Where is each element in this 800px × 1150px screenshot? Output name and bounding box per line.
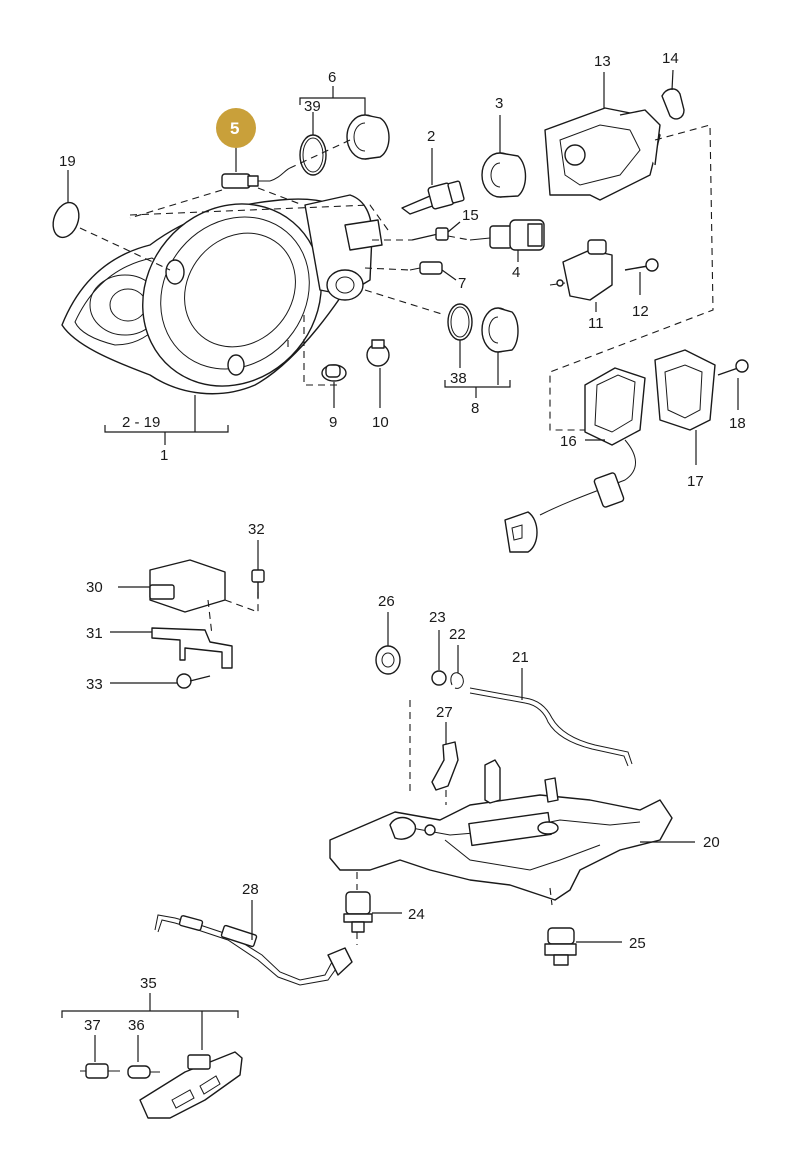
callout-16: 16 <box>560 433 577 450</box>
screw-18 <box>717 359 749 410</box>
callout-36: 36 <box>128 1017 145 1034</box>
callout-22: 22 <box>449 626 466 643</box>
callout-23: 23 <box>429 609 446 626</box>
headlight-housing <box>61 194 383 395</box>
callout-13: 13 <box>594 53 611 70</box>
bracket-35 <box>61 993 239 1062</box>
link-27 <box>431 722 459 805</box>
callout-37: 37 <box>84 1017 101 1034</box>
callout-19: 19 <box>59 153 76 170</box>
control-unit-16 <box>504 367 646 553</box>
callout-17: 17 <box>687 473 704 490</box>
highlight-label: 5 <box>230 119 239 138</box>
o-ring-39 <box>299 134 327 176</box>
callout-1: 1 <box>160 447 168 464</box>
callout-31: 31 <box>86 625 103 642</box>
bulb-holder-7 <box>364 261 457 281</box>
callout-27: 27 <box>436 704 453 721</box>
side-marker-35 <box>139 1051 243 1119</box>
callout-21: 21 <box>512 649 529 666</box>
callout-3: 3 <box>495 95 503 112</box>
callout-26: 26 <box>378 593 395 610</box>
socket-3 <box>481 115 527 198</box>
gasket-ring-19 <box>52 170 171 271</box>
cable-28 <box>154 900 353 986</box>
callout-2-19: 2 - 19 <box>122 414 160 431</box>
highlight-circle <box>216 108 256 148</box>
cap-8-set <box>444 303 519 398</box>
bracket-6 <box>299 86 366 135</box>
clip-14 <box>661 69 685 120</box>
callout-12: 12 <box>632 303 649 320</box>
small-parts-9-10 <box>287 315 390 408</box>
bracket-17 <box>654 349 716 465</box>
bracket-31 <box>110 599 233 669</box>
bracket-2-19 <box>104 395 229 445</box>
callout-4: 4 <box>512 264 520 281</box>
callout-14: 14 <box>662 50 679 67</box>
bulb-5 <box>129 145 301 219</box>
screw-33 <box>110 673 211 689</box>
cap-6 <box>289 105 390 169</box>
socket-37 <box>80 1063 120 1079</box>
bulb-2 <box>401 148 465 215</box>
callout-7: 7 <box>458 275 466 292</box>
callout-11: 11 <box>588 315 604 332</box>
screw-15 <box>372 221 461 241</box>
motor-11 <box>549 239 613 312</box>
grommet-26 <box>375 612 401 675</box>
callout-20: 20 <box>703 834 720 851</box>
cover-13 <box>544 72 661 201</box>
callout-35: 35 <box>140 975 157 992</box>
callout-2: 2 <box>427 128 435 145</box>
screw-12 <box>624 258 659 295</box>
frame-20 <box>329 700 695 906</box>
bushing-25 <box>544 927 622 966</box>
callout-15: 15 <box>462 207 479 224</box>
bushing-24 <box>343 872 402 945</box>
nut-23 <box>431 630 447 686</box>
callout-9: 9 <box>329 414 337 431</box>
callout-6: 6 <box>328 69 336 86</box>
module-30 <box>118 559 259 613</box>
callout-38: 38 <box>450 370 467 387</box>
bulb-36 <box>127 1065 160 1079</box>
callout-33: 33 <box>86 676 103 693</box>
callout-25: 25 <box>629 935 646 952</box>
rod-21 <box>469 668 633 767</box>
highlight-badge-5: 5 <box>216 108 256 148</box>
screw-32 <box>251 540 265 598</box>
bulb-4 <box>447 219 545 262</box>
callout-10: 10 <box>372 414 389 431</box>
callout-24: 24 <box>408 906 425 923</box>
callout-8: 8 <box>471 400 479 417</box>
callout-32: 32 <box>248 521 265 538</box>
callout-28: 28 <box>242 881 259 898</box>
callout-18: 18 <box>729 415 746 432</box>
callout-39: 39 <box>304 98 321 115</box>
callout-30: 30 <box>86 579 103 596</box>
clip-22 <box>450 645 464 689</box>
